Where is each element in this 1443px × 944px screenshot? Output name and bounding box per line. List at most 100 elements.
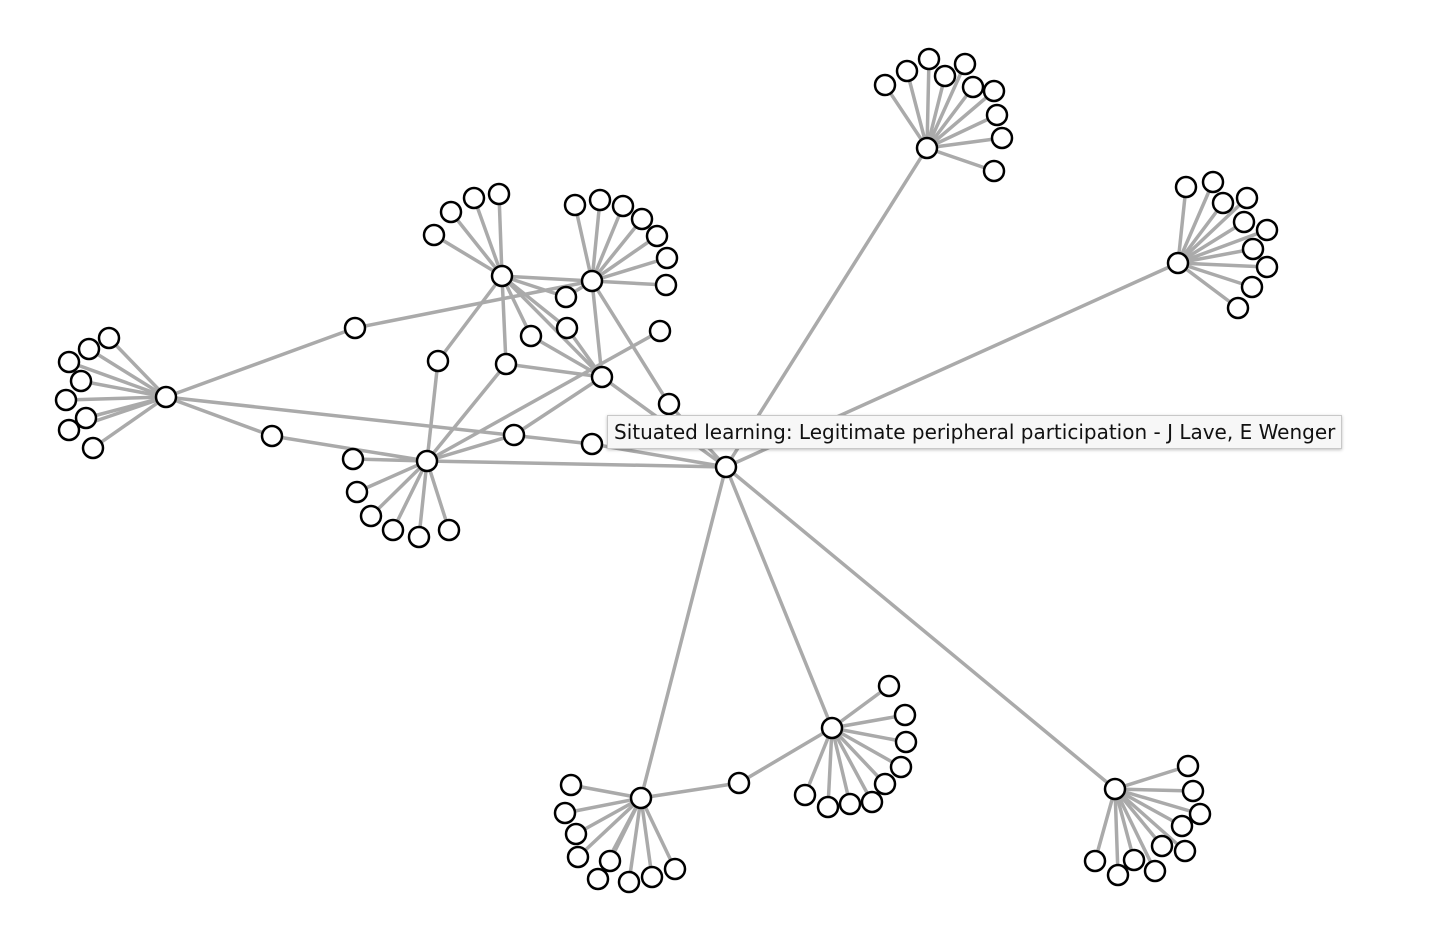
bridge-node[interactable]	[554, 285, 578, 309]
leaf-node[interactable]	[54, 388, 78, 412]
bridge-node[interactable]	[657, 392, 681, 416]
bridge-node[interactable]	[343, 316, 367, 340]
leaf-node[interactable]	[97, 326, 121, 350]
leaf-node[interactable]	[1174, 175, 1198, 199]
leaf-node[interactable]	[462, 186, 486, 210]
hub-node[interactable]	[580, 269, 604, 293]
hub-node[interactable]	[915, 136, 939, 160]
central-node[interactable]	[714, 455, 738, 479]
hub-node[interactable]	[590, 365, 614, 389]
hub-node[interactable]	[154, 385, 178, 409]
leaf-node[interactable]	[982, 79, 1006, 103]
leaf-node[interactable]	[1122, 848, 1146, 872]
leaf-node[interactable]	[563, 193, 587, 217]
bridge-node[interactable]	[555, 316, 579, 340]
hub-node[interactable]	[415, 449, 439, 473]
leaf-node[interactable]	[630, 207, 654, 231]
graph-nodes[interactable]	[54, 47, 1279, 894]
leaf-node[interactable]	[586, 867, 610, 891]
leaf-node[interactable]	[439, 200, 463, 224]
hub-node[interactable]	[490, 264, 514, 288]
leaf-node[interactable]	[1255, 255, 1279, 279]
leaf-node[interactable]	[77, 337, 101, 361]
leaf-node[interactable]	[611, 194, 635, 218]
leaf-node[interactable]	[1083, 849, 1107, 873]
leaf-node[interactable]	[566, 845, 590, 869]
leaf-node[interactable]	[645, 224, 669, 248]
leaf-node[interactable]	[422, 223, 446, 247]
hub-node[interactable]	[820, 716, 844, 740]
leaf-node[interactable]	[359, 504, 383, 528]
leaf-node[interactable]	[57, 418, 81, 442]
leaf-node[interactable]	[1173, 839, 1197, 863]
leaf-node[interactable]	[953, 52, 977, 76]
leaf-node[interactable]	[559, 773, 583, 797]
leaf-node[interactable]	[1181, 779, 1205, 803]
leaf-node[interactable]	[873, 73, 897, 97]
leaf-node[interactable]	[345, 480, 369, 504]
leaf-node[interactable]	[893, 703, 917, 727]
leaf-node[interactable]	[990, 126, 1014, 150]
bridge-node[interactable]	[580, 432, 604, 456]
leaf-node[interactable]	[1143, 859, 1167, 883]
bridge-node[interactable]	[502, 423, 526, 447]
leaf-node[interactable]	[1211, 191, 1235, 215]
leaf-node[interactable]	[617, 870, 641, 894]
hub-node[interactable]	[629, 786, 653, 810]
leaf-node[interactable]	[407, 525, 431, 549]
leaf-node[interactable]	[487, 182, 511, 206]
leaf-node[interactable]	[640, 865, 664, 889]
leaf-node[interactable]	[1232, 210, 1256, 234]
leaf-node[interactable]	[873, 772, 897, 796]
leaf-node[interactable]	[1188, 802, 1212, 826]
hub-node[interactable]	[1103, 777, 1127, 801]
leaf-node[interactable]	[654, 273, 678, 297]
leaf-node[interactable]	[663, 857, 687, 881]
leaf-node[interactable]	[74, 406, 98, 430]
leaf-node[interactable]	[1106, 863, 1130, 887]
bridge-node[interactable]	[494, 352, 518, 376]
leaf-node[interactable]	[860, 790, 884, 814]
bridge-node[interactable]	[727, 771, 751, 795]
leaf-node[interactable]	[1201, 170, 1225, 194]
leaf-node[interactable]	[553, 801, 577, 825]
leaf-node[interactable]	[437, 518, 461, 542]
leaf-node[interactable]	[982, 159, 1006, 183]
leaf-node[interactable]	[564, 822, 588, 846]
hub-node[interactable]	[1166, 251, 1190, 275]
leaf-node[interactable]	[961, 75, 985, 99]
bridge-node[interactable]	[426, 349, 450, 373]
leaf-node[interactable]	[933, 64, 957, 88]
leaf-node[interactable]	[57, 350, 81, 374]
leaf-node[interactable]	[877, 674, 901, 698]
leaf-node[interactable]	[1226, 296, 1250, 320]
leaf-node[interactable]	[985, 103, 1009, 127]
bridge-node[interactable]	[260, 424, 284, 448]
leaf-node[interactable]	[1235, 186, 1259, 210]
leaf-node[interactable]	[655, 246, 679, 270]
leaf-node[interactable]	[1241, 237, 1265, 261]
leaf-node[interactable]	[917, 47, 941, 71]
leaf-node[interactable]	[793, 783, 817, 807]
leaf-node[interactable]	[889, 755, 913, 779]
leaf-node[interactable]	[894, 730, 918, 754]
leaf-node[interactable]	[81, 436, 105, 460]
leaf-node[interactable]	[381, 518, 405, 542]
leaf-node[interactable]	[69, 369, 93, 393]
leaf-node[interactable]	[1170, 814, 1194, 838]
leaf-node[interactable]	[895, 59, 919, 83]
leaf-node[interactable]	[588, 188, 612, 212]
bridge-node[interactable]	[648, 319, 672, 343]
graph-edge	[1176, 247, 1255, 265]
graph-edge	[425, 459, 451, 532]
leaf-node[interactable]	[1240, 275, 1264, 299]
leaf-node[interactable]	[1255, 218, 1279, 242]
leaf-node[interactable]	[1176, 754, 1200, 778]
leaf-node[interactable]	[1150, 834, 1174, 858]
leaf-node[interactable]	[598, 849, 622, 873]
leaf-node[interactable]	[341, 447, 365, 471]
leaf-node[interactable]	[838, 792, 862, 816]
bridge-node[interactable]	[519, 324, 543, 348]
leaf-node[interactable]	[816, 795, 840, 819]
